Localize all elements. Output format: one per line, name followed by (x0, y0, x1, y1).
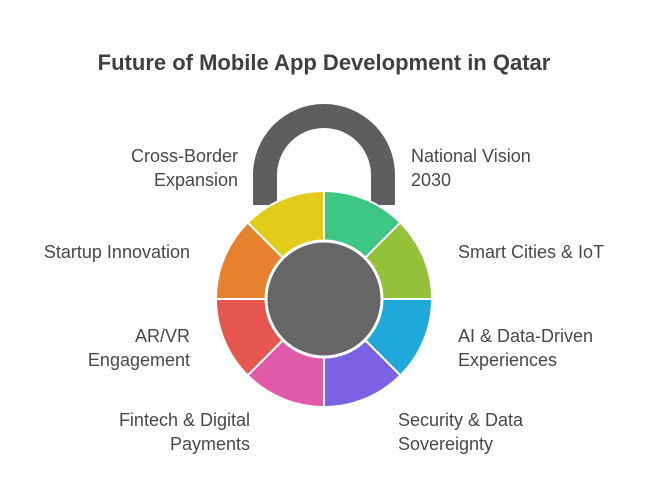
label-cross-border-expansion: Cross-Border Expansion (130, 146, 238, 190)
label-ai-data-driven: AI & Data-Driven Experiences (458, 326, 594, 370)
label-security-data-sovereignty: Security & Data Sovereignty (398, 410, 524, 454)
label-national-vision-2030: National Vision 2030 (411, 146, 531, 190)
diagram-title: Future of Mobile App Development in Qata… (97, 50, 551, 75)
lock-center (264, 239, 384, 359)
label-ar-vr-engagement: AR/VR Engagement (87, 326, 190, 370)
label-fintech-digital-payments: Fintech & Digital Payments (118, 410, 250, 454)
label-startup-innovation: Startup Innovation (43, 242, 190, 262)
lock-segments (214, 189, 434, 409)
label-smart-cities-iot: Smart Cities & IoT (458, 242, 605, 262)
padlock-shackle (253, 104, 395, 205)
